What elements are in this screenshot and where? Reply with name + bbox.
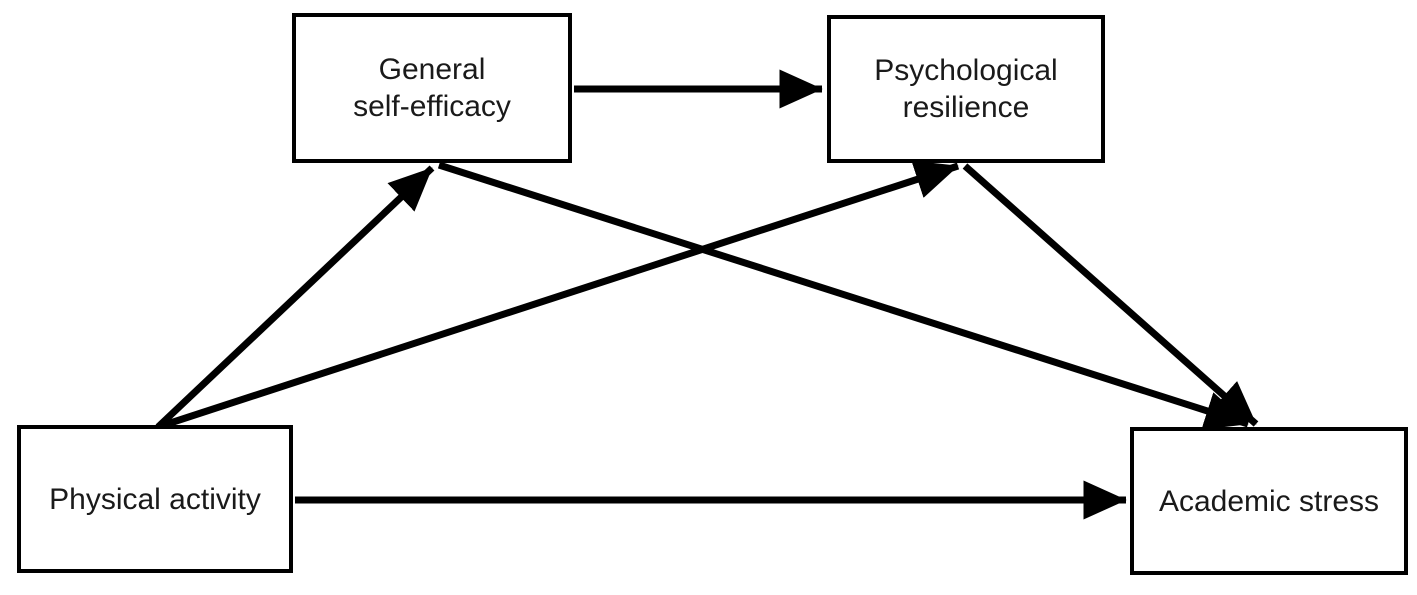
node-general-self-efficacy-label: General self-efficacy <box>353 53 511 123</box>
node-academic-stress: Academic stress <box>1130 427 1408 575</box>
arrow-physical-activity-to-general-self-efficacy <box>155 165 435 430</box>
arrow-physical-activity-to-psychological-resilience <box>156 160 960 431</box>
node-physical-activity: Physical activity <box>17 425 293 573</box>
node-general-self-efficacy: General self-efficacy <box>292 13 572 163</box>
node-physical-activity-label: Physical activity <box>49 482 261 516</box>
arrow-psychological-resilience-to-academic-stress <box>962 163 1259 427</box>
node-psychological-resilience: Psychological resilience <box>827 15 1105 163</box>
node-psychological-resilience-label: Psychological resilience <box>874 54 1058 124</box>
node-academic-stress-label: Academic stress <box>1158 484 1380 518</box>
arrow-general-self-efficacy-to-academic-stress <box>437 161 1250 430</box>
